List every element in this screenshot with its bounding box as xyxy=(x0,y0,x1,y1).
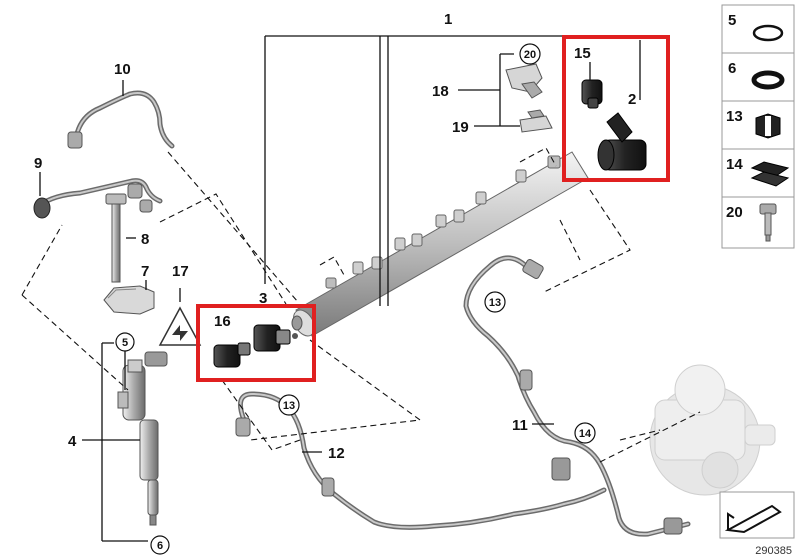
pressure-control-valve xyxy=(597,112,647,171)
legend-item-14-label: 14 xyxy=(726,156,743,173)
callout-19: 19 xyxy=(452,119,469,136)
legend-item-6-label: 6 xyxy=(728,60,736,77)
view-direction-box xyxy=(719,491,795,539)
callout-labels: 1 2 3 4 5 6 7 8 9 10 11 12 13 13 14 15 1… xyxy=(34,11,636,555)
callout-20: 20 xyxy=(524,49,536,61)
highlight-boxes xyxy=(196,35,670,382)
callout-7: 7 xyxy=(141,263,149,280)
sensor-part-3 xyxy=(253,324,298,352)
callout-6-circle xyxy=(150,535,170,555)
leak-off-line-10 xyxy=(67,90,175,149)
high-pressure-line-12 xyxy=(235,391,607,530)
arrow-icon xyxy=(727,512,735,530)
clip-icon xyxy=(750,161,790,187)
callout-13a: 13 xyxy=(283,400,295,412)
leak-off-line-9 xyxy=(33,178,163,219)
sealing-ring-icon xyxy=(751,70,785,90)
assembly-guide-lines xyxy=(21,147,701,463)
highlight-box-valve xyxy=(562,35,670,182)
callout-13b-circle xyxy=(484,291,506,313)
callout-5: 5 xyxy=(122,337,128,349)
callout-14: 14 xyxy=(579,428,592,440)
callout-13b: 13 xyxy=(489,297,501,309)
callout-18: 18 xyxy=(432,83,449,100)
callout-9: 9 xyxy=(34,155,42,172)
o-ring-thin-icon xyxy=(752,24,784,42)
callout-20-circle xyxy=(519,43,541,65)
injector-clamp xyxy=(103,285,155,315)
parts-legend: 5 6 13 14 20 xyxy=(721,4,795,249)
callout-13a-circle xyxy=(278,394,300,416)
sensor-part-15 xyxy=(581,79,603,109)
high-voltage-warning-icon xyxy=(158,306,202,346)
callout-16: 16 xyxy=(214,313,231,330)
legend-item-20-label: 20 xyxy=(726,204,743,221)
clamp-bolt xyxy=(105,193,127,283)
callout-6: 6 xyxy=(157,540,163,552)
fuel-rail xyxy=(291,151,589,337)
leader-lines xyxy=(39,35,641,542)
grommet-icon xyxy=(755,113,781,139)
callout-11: 11 xyxy=(512,417,528,434)
callout-14-circle xyxy=(574,422,596,444)
callout-1: 1 xyxy=(444,11,452,28)
high-pressure-line-11 xyxy=(463,255,691,537)
legend-item-13-label: 13 xyxy=(726,108,743,125)
reference-number: 290385 xyxy=(755,545,792,557)
legend-item-5-label: 5 xyxy=(728,12,736,29)
callout-10: 10 xyxy=(114,61,131,78)
callout-17: 17 xyxy=(172,263,189,280)
fuel-injector xyxy=(117,351,168,526)
bolt-icon xyxy=(759,203,777,242)
rail-bracket-parts xyxy=(505,63,553,133)
callout-4: 4 xyxy=(68,433,77,450)
highlight-box-sensor xyxy=(196,304,316,382)
callout-3: 3 xyxy=(259,290,267,307)
callout-8: 8 xyxy=(141,231,149,248)
callout-2: 2 xyxy=(628,91,636,108)
callout-15: 15 xyxy=(574,45,591,62)
sensor-part-16 xyxy=(213,342,251,368)
callout-12: 12 xyxy=(328,445,345,462)
high-pressure-pump xyxy=(649,364,776,496)
callout-5-circle xyxy=(115,332,135,352)
